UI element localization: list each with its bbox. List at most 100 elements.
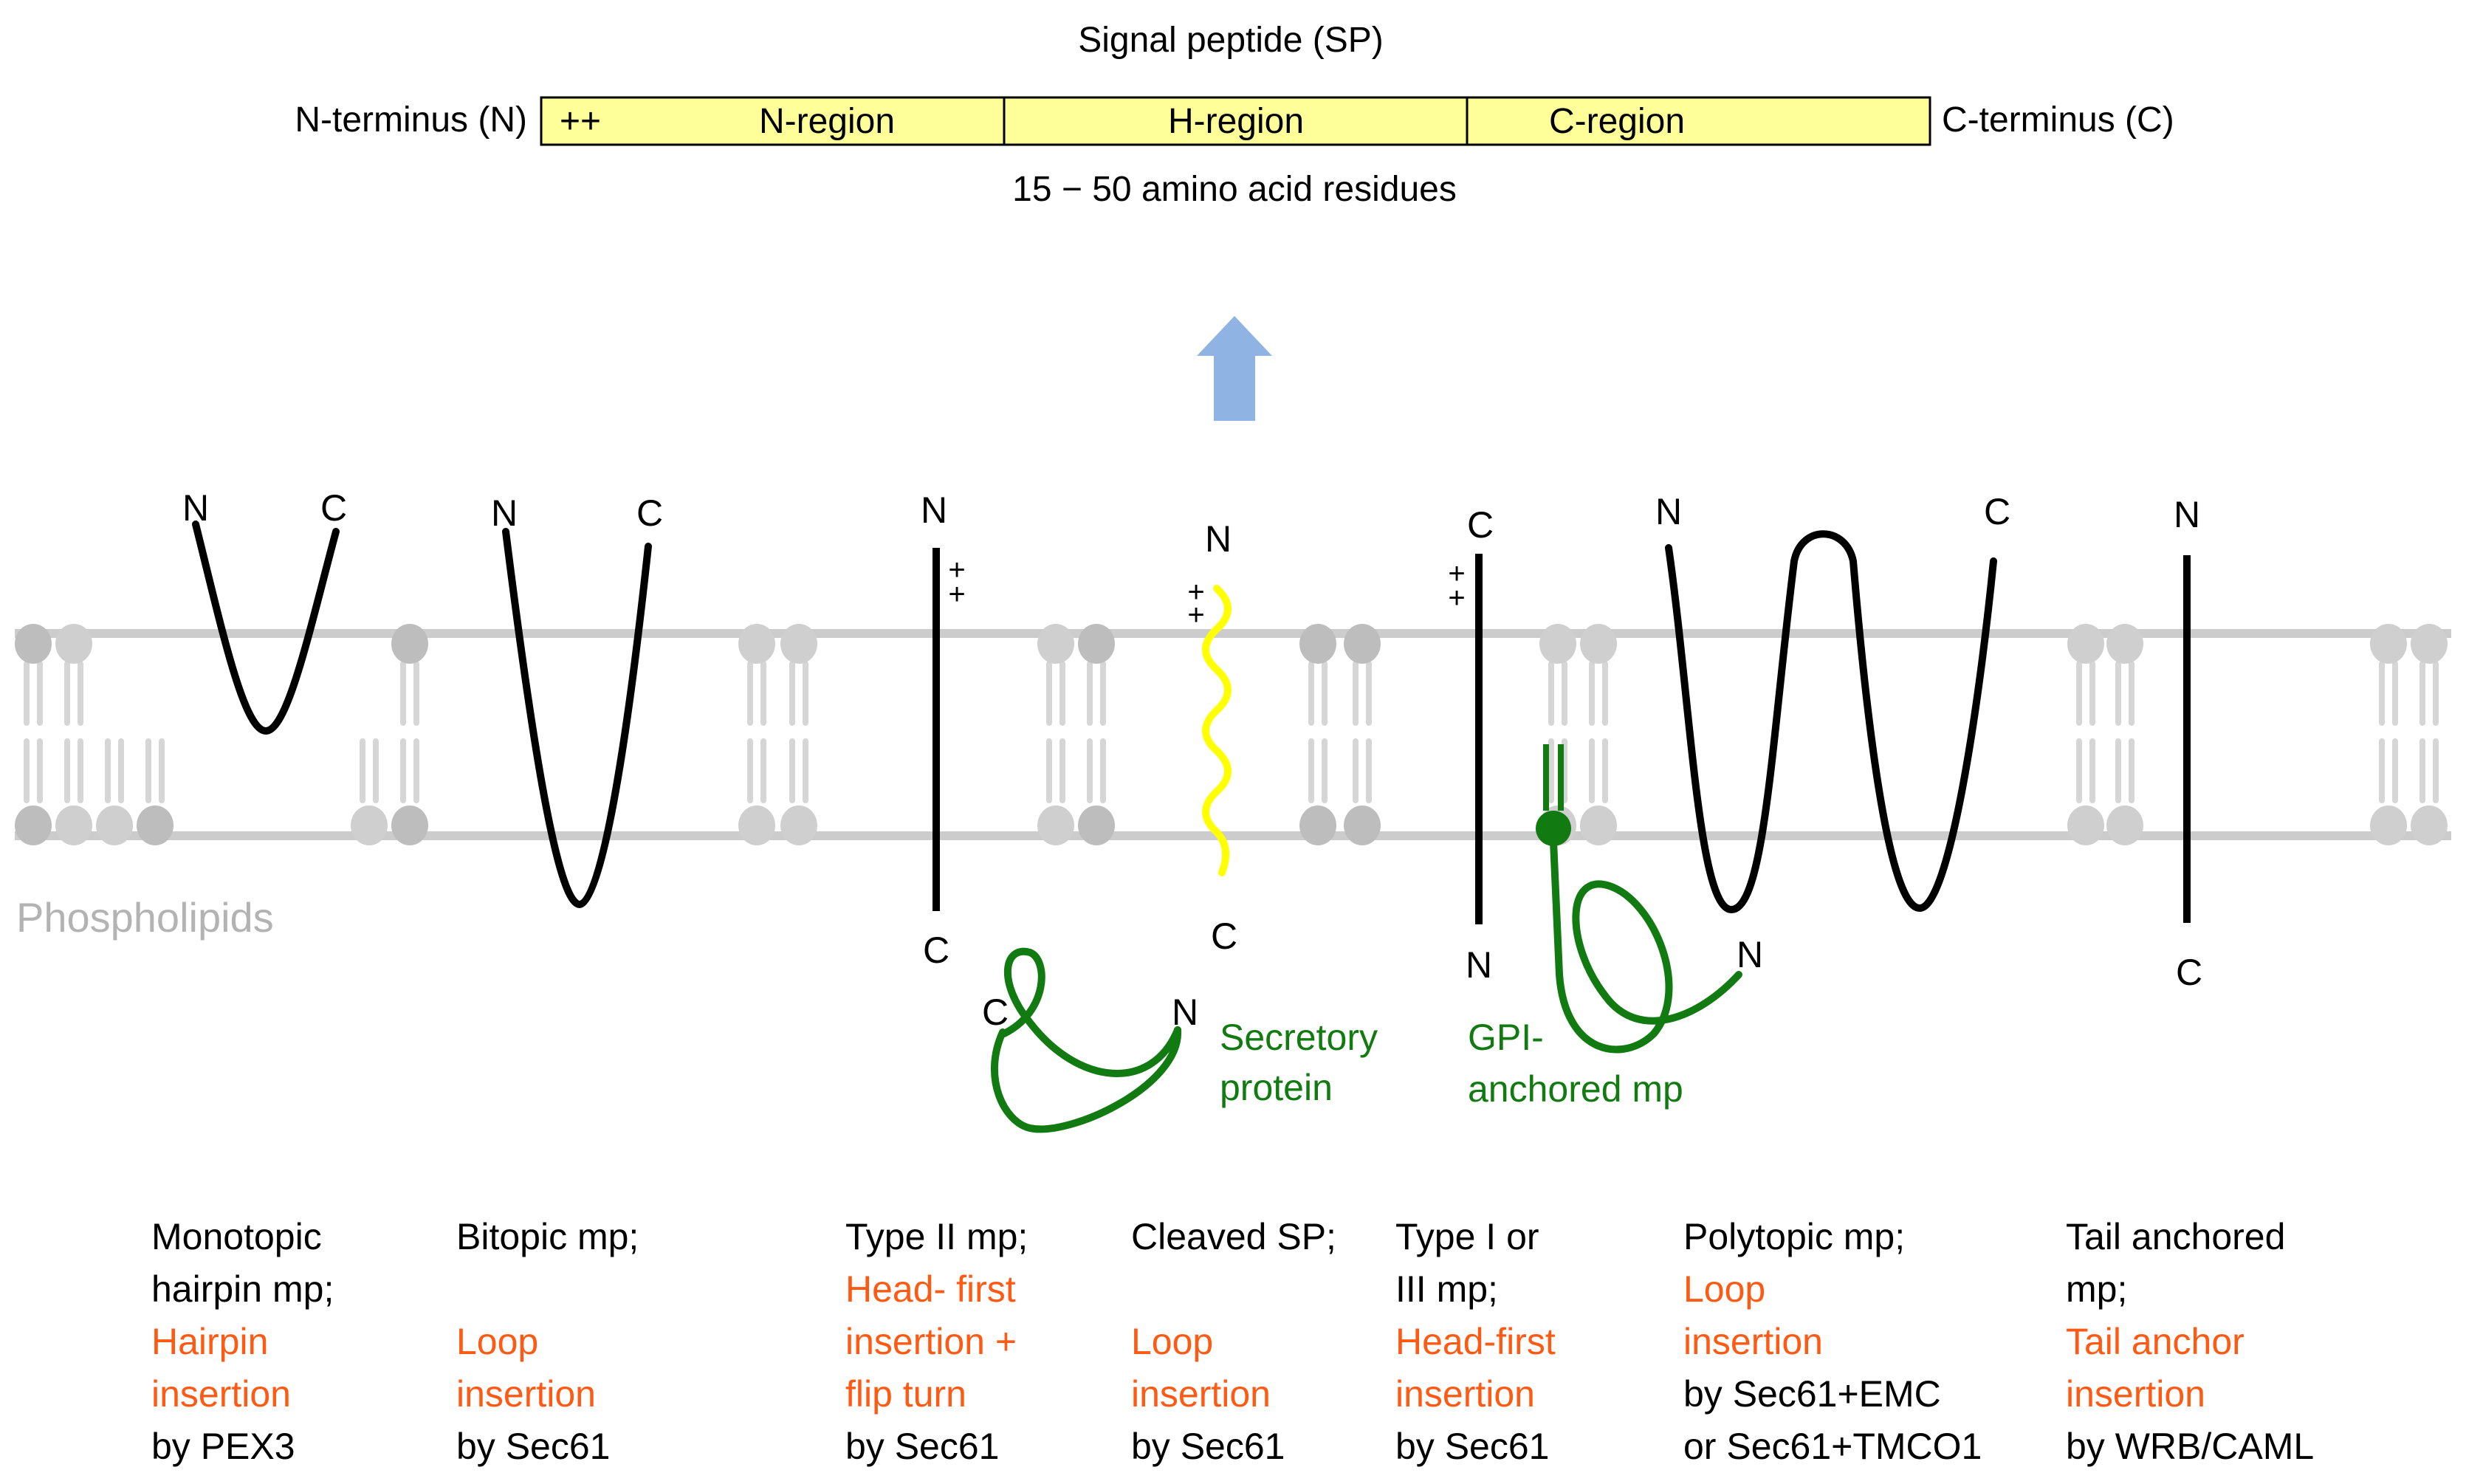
caption-line: Polytopic mp;: [1683, 1216, 1906, 1257]
caption-line: Cleaved SP;: [1131, 1216, 1336, 1257]
n-region-label: N-region: [759, 102, 895, 141]
caption-line: or Sec61+TMCO1: [1683, 1426, 1982, 1467]
caption-line: flip turn: [845, 1373, 966, 1415]
phospholipid: [1037, 624, 1074, 726]
phospholipid: [1580, 738, 1617, 845]
n-terminus-mark: N: [1205, 518, 1232, 560]
n-terminus-mark: N: [1737, 934, 1763, 975]
n-terminus-mark: N: [1466, 944, 1492, 986]
caption-line: insertion: [2066, 1373, 2205, 1415]
phospholipid: [2106, 624, 2143, 726]
caption-line: insertion +: [845, 1321, 1017, 1362]
phospholipid: [2370, 738, 2407, 845]
phospholipid: [96, 738, 133, 845]
caption-line: by PEX3: [151, 1426, 295, 1467]
caption-line: Tail anchor: [2066, 1321, 2245, 1362]
bitopic-protein: N C: [491, 492, 663, 909]
caption-line: Head- first: [845, 1268, 1016, 1310]
c-terminus-mark: C: [1984, 491, 2010, 532]
signal-peptide-schematic: Signal peptide (SP) N-terminus (N) ++ N-…: [295, 21, 2174, 209]
caption-line: Loop: [1683, 1268, 1766, 1310]
c-terminus-mark: C: [1467, 504, 1494, 546]
caption-line: [1131, 1263, 1336, 1316]
c-terminus-label: C-terminus (C): [1942, 100, 2174, 140]
n-terminus-label: N-terminus (N): [295, 100, 527, 140]
up-arrow-icon: [1197, 316, 1272, 421]
phospholipid: [15, 738, 52, 845]
caption-line: insertion: [1395, 1373, 1535, 1415]
n-terminus-mark: N: [921, 489, 947, 531]
plus-charge: +: [948, 554, 965, 586]
caption-line: insertion: [456, 1373, 596, 1415]
phospholipid: [55, 738, 92, 845]
caption-line: mp;: [2066, 1268, 2128, 1310]
gpi-label-line2: anchored mp: [1468, 1068, 1683, 1110]
type-ii-protein: N C + +: [921, 489, 966, 971]
phospholipid: [2411, 624, 2448, 726]
caption-line: Monotopic: [151, 1216, 322, 1257]
caption-line: Head-first: [1395, 1321, 1556, 1362]
inner-leaflet-lipids: [15, 738, 2448, 845]
gpi-label-line1: GPI-: [1468, 1017, 1544, 1058]
phospholipid: [738, 624, 775, 726]
phospholipid: [15, 624, 52, 726]
phospholipids-label: Phospholipids: [16, 894, 274, 941]
phospholipid: [391, 624, 428, 726]
caption-polytopic: Polytopic mp; Loop insertion by Sec61+EMC or…: [1683, 1211, 1982, 1473]
phospholipid: [2067, 624, 2104, 726]
caption-line: [456, 1263, 639, 1316]
phospholipid: [780, 738, 817, 845]
phospholipid: [137, 738, 174, 845]
tail-anchored-protein: N C: [2174, 494, 2202, 993]
caption-line: insertion: [1683, 1321, 1823, 1362]
n-terminus-mark: N: [1172, 992, 1198, 1033]
plus-charge: +: [1448, 557, 1465, 590]
phospholipid: [1580, 624, 1617, 726]
caption-line: Hairpin: [151, 1321, 269, 1362]
positive-charge-label: ++: [560, 102, 601, 141]
caption-line: Loop: [1131, 1321, 1214, 1362]
phospholipid: [1344, 624, 1381, 726]
c-terminus-mark: C: [2176, 952, 2202, 993]
cleaved-signal-peptide: N C + +: [1187, 518, 1237, 957]
plus-charge: +: [1187, 576, 1204, 608]
phospholipid: [1344, 738, 1381, 845]
caption-type-ii: Type II mp; Head- first insertion + flip tu…: [845, 1211, 1028, 1473]
c-terminus-mark: C: [320, 487, 347, 529]
type-i-iii-protein: C N + +: [1448, 504, 1494, 986]
caption-line: by Sec61+EMC: [1683, 1373, 1941, 1415]
caption-line: insertion: [1131, 1373, 1271, 1415]
membrane-bilayer: Phospholipids: [15, 624, 2451, 941]
caption-line: by Sec61: [456, 1426, 611, 1467]
caption-line: III mp;: [1395, 1268, 1498, 1310]
phospholipid: [2370, 624, 2407, 726]
caption-line: by Sec61: [845, 1426, 1000, 1467]
caption-line: Type I or: [1395, 1216, 1539, 1257]
caption-line: Loop: [456, 1321, 539, 1362]
phospholipid: [1299, 738, 1336, 845]
phospholipid: [780, 624, 817, 726]
h-region-label: H-region: [1168, 102, 1304, 141]
n-terminus-mark: N: [182, 487, 209, 529]
c-terminus-mark: C: [1211, 916, 1237, 957]
c-terminus-mark: C: [636, 492, 663, 534]
phospholipid: [2067, 738, 2104, 845]
phospholipid: [1539, 624, 1576, 726]
phospholipid: [391, 738, 428, 845]
monotopic-hairpin-protein: N C: [182, 487, 347, 735]
caption-line: Type II mp;: [845, 1216, 1028, 1257]
n-region-box: [540, 96, 1006, 146]
plus-charge: +: [1187, 599, 1204, 631]
c-terminus-mark: C: [923, 930, 949, 971]
phospholipid: [55, 624, 92, 726]
length-note: 15 − 50 amino acid residues: [1012, 170, 1457, 209]
gpi-anchor-head: [1536, 811, 1571, 846]
caption-line: Tail anchored: [2066, 1216, 2286, 1257]
caption-line: Bitopic mp;: [456, 1216, 639, 1257]
phospholipid: [1078, 738, 1115, 845]
